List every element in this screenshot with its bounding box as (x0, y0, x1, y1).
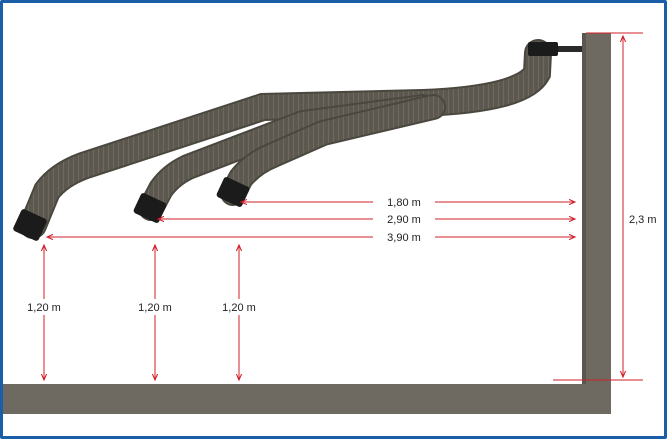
nozzle-icon (13, 177, 250, 241)
height-dimension: 2,3 m (553, 32, 664, 381)
wall (582, 33, 611, 414)
floor (3, 384, 611, 414)
exhaust-hose-diagram: 1,80 m 2,90 m 3,90 m 1,20 m 1,20 m 1,20 … (3, 32, 664, 414)
hose-assembly (13, 39, 582, 241)
wall-structure (3, 33, 611, 414)
horizontal-dimensions: 1,80 m 2,90 m 3,90 m (47, 194, 575, 245)
dim-label-2-90: 2,90 m (387, 214, 421, 226)
dim-vlabel-3: 1,20 m (222, 302, 256, 314)
wall-mount-icon (528, 42, 582, 56)
dim-height-label: 2,3 m (629, 214, 657, 226)
dim-vlabel-2: 1,20 m (138, 302, 172, 314)
dim-label-3-90: 3,90 m (387, 232, 421, 244)
dim-vlabel-1: 1,20 m (27, 302, 61, 314)
vertical-dimensions: 1,20 m 1,20 m 1,20 m (19, 245, 264, 380)
dim-label-1-80: 1,80 m (387, 197, 421, 209)
